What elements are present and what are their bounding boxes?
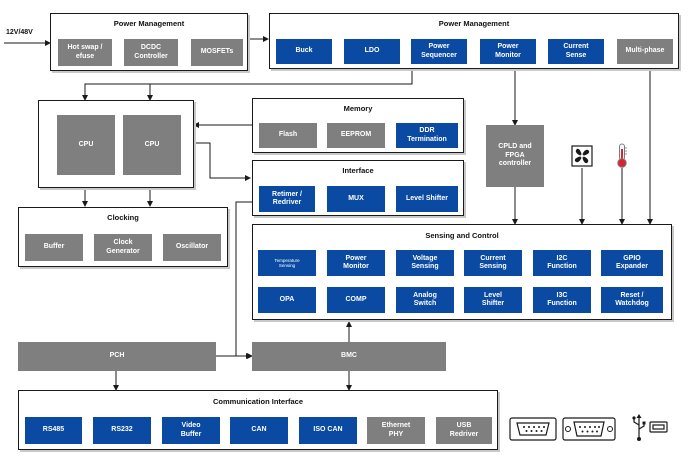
- hot-swap-efuse-block[interactable]: Hot swap / efuse: [58, 39, 112, 66]
- level-shifter-block[interactable]: Level Shifter: [464, 287, 522, 313]
- multi-phase-block[interactable]: Multi-phase: [617, 39, 673, 64]
- db9-connector-icon: [562, 417, 616, 441]
- interface-panel: Interface Retimer / Redriver MUX Level S…: [252, 160, 464, 216]
- ddr-termination-block[interactable]: DDR Termination: [396, 123, 458, 148]
- panel-title: Clocking: [107, 213, 139, 222]
- panel-title: Memory: [343, 104, 373, 113]
- cpu-block[interactable]: CPU: [123, 115, 181, 175]
- buck-block[interactable]: Buck: [276, 39, 332, 64]
- reset-watchdog-block[interactable]: Reset / Watchdog: [601, 287, 663, 313]
- mux-block[interactable]: MUX: [327, 186, 385, 212]
- power-management-left-panel: Power Management Hot swap / efuse DCDC C…: [50, 13, 248, 71]
- power-monitor-block[interactable]: Power Monitor: [480, 39, 536, 64]
- usb-icon: [632, 414, 668, 441]
- input-voltage-label: 12V/48V: [6, 29, 33, 36]
- analog-switch-block[interactable]: Analog Switch: [396, 287, 454, 313]
- oscillator-block[interactable]: Oscillator: [163, 234, 221, 261]
- rs485-block[interactable]: RS485: [25, 417, 82, 444]
- ethernet-phy-block[interactable]: Ethernet PHY: [367, 417, 425, 444]
- eeprom-block[interactable]: EEPROM: [327, 123, 385, 148]
- cpu-panel: CPU CPU: [38, 100, 194, 188]
- gpio-expander-block[interactable]: GPIO Expander: [601, 250, 663, 276]
- usb-redriver-block[interactable]: USB Redriver: [436, 417, 492, 444]
- iso-can-block[interactable]: ISO CAN: [299, 417, 357, 444]
- panel-title: Communication Interface: [212, 397, 303, 406]
- pch-block[interactable]: PCH: [18, 342, 216, 371]
- communication-interface-panel: Communication Interface RS485 RS232 Vide…: [18, 390, 498, 450]
- power-monitor-block[interactable]: Power Monitor: [327, 250, 385, 276]
- video-buffer-block[interactable]: Video Buffer: [162, 417, 220, 444]
- dcdc-controller-block[interactable]: DCDC Controller: [124, 39, 178, 66]
- fan-icon: [571, 145, 593, 167]
- db9-connector-icon: [509, 417, 557, 441]
- retimer-redriver-block[interactable]: Retimer / Redriver: [259, 186, 315, 212]
- bmc-block[interactable]: BMC: [252, 342, 446, 371]
- memory-panel: Memory Flash EEPROM DDR Termination: [252, 98, 464, 153]
- opa-block[interactable]: OPA: [258, 287, 316, 313]
- power-sequencer-block[interactable]: Power Sequencer: [411, 39, 467, 64]
- cpld-fpga-controller-block[interactable]: CPLD and FPGA controller: [486, 125, 544, 187]
- can-block[interactable]: CAN: [230, 417, 288, 444]
- i3c-function-block[interactable]: I3C Function: [533, 287, 591, 313]
- ldo-block[interactable]: LDO: [344, 39, 400, 64]
- flash-block[interactable]: Flash: [259, 123, 317, 148]
- clocking-panel: Clocking Buffer Clock Generator Oscillat…: [18, 207, 228, 267]
- buffer-block[interactable]: Buffer: [25, 234, 83, 261]
- sensing-control-panel: Sensing and Control Temperature Sensing …: [252, 224, 672, 320]
- panel-title: Power Management: [113, 19, 185, 28]
- current-sense-block[interactable]: Current Sense: [548, 39, 604, 64]
- rs232-block[interactable]: RS232: [93, 417, 151, 444]
- comp-block[interactable]: COMP: [327, 287, 385, 313]
- temperature-sensing-block[interactable]: Temperature Sensing: [258, 250, 316, 276]
- mosfets-block[interactable]: MOSFETs: [191, 39, 243, 66]
- clock-generator-block[interactable]: Clock Generator: [94, 234, 152, 261]
- panel-title: Sensing and Control: [425, 231, 499, 240]
- cpu-block[interactable]: CPU: [57, 115, 115, 175]
- thermometer-icon: [617, 143, 627, 168]
- panel-title: Interface: [342, 166, 374, 175]
- panel-title: Power Management: [438, 19, 510, 28]
- i2c-function-block[interactable]: I2C Function: [533, 250, 591, 276]
- voltage-sensing-block[interactable]: Voltage Sensing: [396, 250, 454, 276]
- current-sensing-block[interactable]: Current Sensing: [464, 250, 522, 276]
- power-management-right-panel: Power Management Buck LDO Power Sequence…: [269, 13, 679, 69]
- level-shifter-block[interactable]: Level Shifter: [396, 186, 458, 212]
